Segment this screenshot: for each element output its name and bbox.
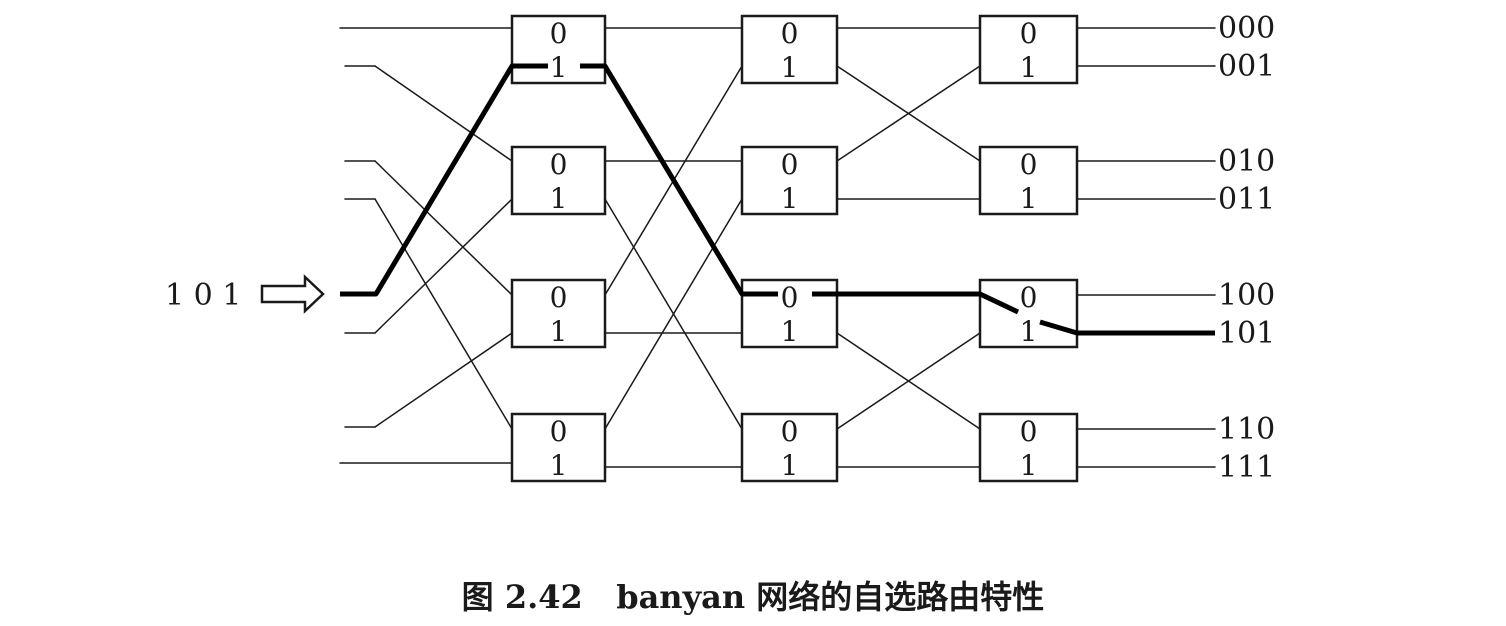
upper-port-label: 0 [781, 415, 799, 448]
switch-box [510, 145, 607, 216]
switch-box [510, 14, 607, 85]
lower-port-label: 1 [550, 182, 568, 215]
switch-box [740, 14, 839, 85]
lower-port-label: 1 [1020, 182, 1038, 215]
self-routing-path [340, 63, 1215, 336]
input-indicator: 1 0 1 [165, 274, 325, 314]
output-address-001: 001 [1218, 49, 1275, 84]
switch-s1-4: 01 [510, 412, 607, 483]
link-line [374, 198, 513, 430]
lower-port-label: 1 [1020, 51, 1038, 84]
link-line [374, 332, 513, 428]
output-address-110: 110 [1218, 412, 1275, 447]
output-address-011: 011 [1218, 182, 1275, 217]
upper-port-label: 0 [550, 415, 568, 448]
lower-port-label: 1 [550, 51, 568, 84]
lower-port-label: 1 [781, 182, 799, 215]
lower-port-label: 1 [1020, 449, 1038, 482]
upper-port-label: 0 [550, 148, 568, 181]
switch-s1-2: 01 [510, 145, 607, 216]
output-address-101: 101 [1218, 316, 1275, 351]
output-address-010: 010 [1218, 144, 1275, 179]
switch-box [978, 14, 1079, 85]
lower-port-label: 1 [550, 315, 568, 348]
switch-s2-1: 01 [740, 14, 839, 85]
switch-s3-1: 01 [978, 14, 1079, 85]
switch-box [978, 278, 1079, 349]
output-address-111: 111 [1218, 450, 1275, 485]
interstage-links [339, 27, 981, 468]
switch-box [978, 145, 1079, 216]
input-address-label: 1 0 1 [165, 278, 241, 313]
link-line [836, 332, 981, 430]
switch-box [740, 145, 839, 216]
upper-port-label: 0 [781, 17, 799, 50]
upper-port-label: 0 [1020, 281, 1038, 314]
link-line [604, 198, 743, 430]
upper-port-label: 0 [550, 281, 568, 314]
upper-port-label: 0 [781, 281, 799, 314]
upper-port-label: 0 [550, 17, 568, 50]
switch-s3-3: 01 [978, 278, 1079, 349]
switch-s1-1: 01 [510, 14, 607, 85]
switch-box [978, 412, 1079, 483]
upper-port-label: 0 [1020, 415, 1038, 448]
figure-title: banyan 网络的自选路由特性 [616, 578, 1045, 616]
link-line [374, 65, 513, 162]
switch-box [510, 412, 607, 483]
output-address-000: 000 [1218, 11, 1275, 46]
lower-port-label: 1 [1020, 315, 1038, 348]
switch-box [510, 278, 607, 349]
input-arrow-icon [260, 274, 325, 314]
upper-port-label: 0 [781, 148, 799, 181]
output-address-100: 100 [1218, 278, 1275, 313]
figure-caption: 图 2.42 banyan 网络的自选路由特性 [0, 572, 1506, 618]
lower-port-label: 1 [781, 315, 799, 348]
figure-number: 图 2.42 [461, 578, 583, 616]
switch-s2-2: 01 [740, 145, 839, 216]
lower-port-label: 1 [781, 51, 799, 84]
link-line [374, 198, 513, 334]
switch-box [740, 278, 839, 349]
upper-port-label: 0 [1020, 148, 1038, 181]
link-line [374, 160, 513, 296]
switch-s2-4: 01 [740, 412, 839, 483]
lower-port-label: 1 [550, 449, 568, 482]
switch-box [740, 412, 839, 483]
switch-s3-4: 01 [978, 412, 1079, 483]
switch-s1-3: 01 [510, 278, 607, 349]
switch-s3-2: 01 [978, 145, 1079, 216]
upper-port-label: 0 [1020, 17, 1038, 50]
link-line [836, 65, 981, 162]
switch-s2-3: 01 [740, 278, 839, 349]
lower-port-label: 1 [781, 449, 799, 482]
routed-path-line [340, 63, 1215, 336]
